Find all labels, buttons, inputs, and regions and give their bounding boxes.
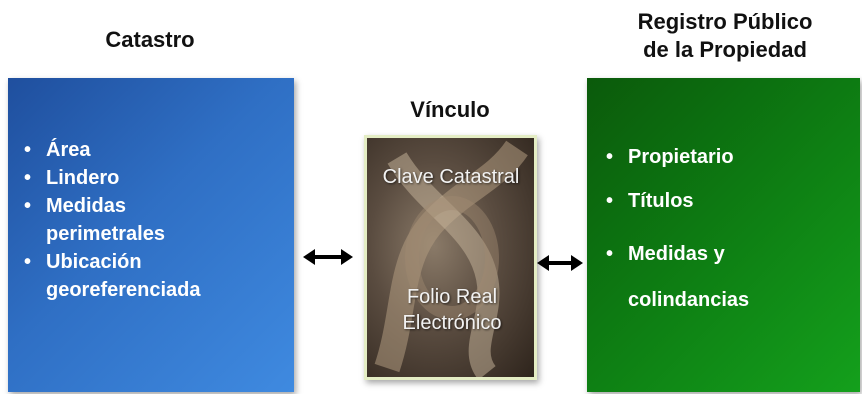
- bullet-icon: •: [24, 195, 32, 217]
- chain-link-icon: [374, 140, 528, 377]
- bullet-icon: •: [606, 243, 614, 265]
- folio-real-text: Folio Real Electrónico: [402, 286, 502, 334]
- bullet-icon: •: [606, 146, 614, 168]
- clave-catastral-text: Clave Catastral: [382, 166, 520, 188]
- list-item: •Medidas perimetrales: [24, 192, 246, 248]
- registro-box: [587, 78, 860, 392]
- list-item: •Área: [24, 136, 286, 164]
- registro-title-line2: de la Propiedad: [643, 37, 807, 62]
- list-item: •Lindero: [24, 164, 286, 192]
- list-item: •Títulos: [606, 187, 788, 215]
- catastro-list: •Área •Lindero •Medidas perimetrales •Ub…: [24, 136, 286, 304]
- registro-title: Registro Público de la Propiedad: [590, 8, 860, 64]
- bullet-icon: •: [24, 251, 32, 273]
- catastro-title: Catastro: [105, 27, 195, 52]
- chain-link-image: Clave Catastral Folio Real Electrónico: [364, 135, 537, 380]
- double-arrow-icon: [303, 249, 353, 265]
- catastro-box: [8, 78, 294, 392]
- bullet-icon: •: [24, 167, 32, 189]
- registro-title-line1: Registro Público: [637, 9, 813, 34]
- list-item: •Ubicación georeferenciada: [24, 248, 286, 304]
- list-item: •Propietario: [606, 143, 788, 171]
- double-arrow-icon: [537, 255, 583, 271]
- list-item: •Medidas y colindancias: [606, 231, 788, 323]
- registro-list: •Propietario •Títulos •Medidas y colinda…: [606, 143, 788, 339]
- vinculo-title: Vínculo: [410, 97, 490, 122]
- bullet-icon: •: [24, 139, 32, 161]
- bullet-icon: •: [606, 190, 614, 212]
